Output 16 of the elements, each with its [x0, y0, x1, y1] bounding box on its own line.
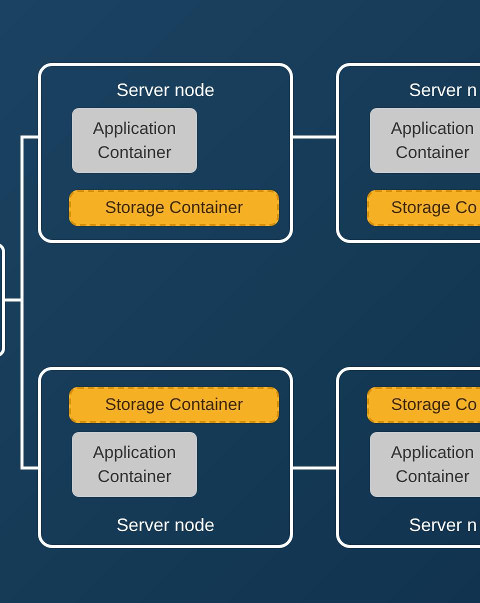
node-title: Server n [409, 515, 478, 536]
node-title: Server node [116, 515, 215, 536]
application-container-box: Application Container [370, 432, 480, 497]
storage-container-box: Storage Container [69, 190, 279, 226]
connector-line [293, 466, 336, 470]
application-container-box: Application Container [72, 432, 197, 497]
application-container-box: Application Container [370, 108, 480, 173]
server-node-box [38, 63, 293, 243]
application-container-box: Application Container [72, 108, 197, 173]
storage-container-box: Storage Container [69, 387, 279, 423]
storage-container-box: Storage Co [367, 190, 480, 226]
connector-line [293, 136, 336, 138]
node-title: Server node [116, 80, 215, 101]
storage-container-box: Storage Co [367, 387, 480, 423]
node-title: Server n [409, 80, 478, 101]
server-node-box [38, 367, 293, 548]
